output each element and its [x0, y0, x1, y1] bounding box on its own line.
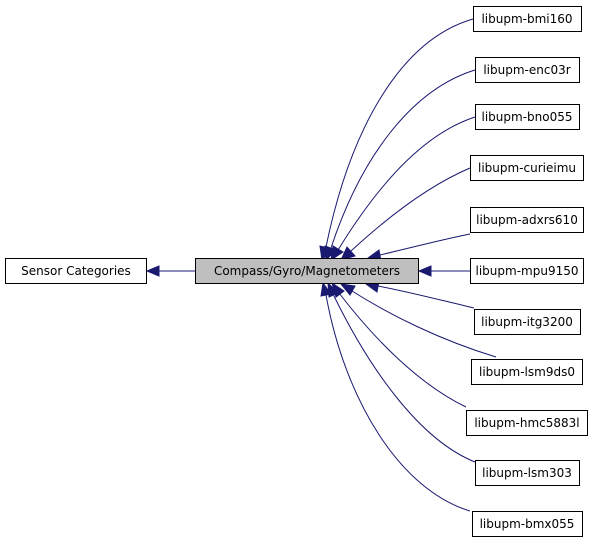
- node-libupm-lsm303[interactable]: libupm-lsm303: [475, 460, 580, 486]
- edge-bmi160: [319, 18, 474, 262]
- node-libupm-mpu9150[interactable]: libupm-mpu9150: [470, 258, 584, 284]
- node-label: Sensor Categories: [21, 264, 131, 278]
- node-libupm-lsm9ds0[interactable]: libupm-lsm9ds0: [471, 359, 583, 385]
- edge-lsm9ds0: [339, 283, 497, 358]
- node-libupm-itg3200[interactable]: libupm-itg3200: [474, 309, 581, 335]
- edge-curieimu: [340, 167, 471, 261]
- node-libupm-curieimu[interactable]: libupm-curieimu: [470, 155, 584, 181]
- edge-itg3200: [364, 280, 475, 309]
- node-label: libupm-enc03r: [483, 63, 570, 77]
- edge-enc03r: [324, 69, 476, 262]
- node-label: libupm-itg3200: [481, 315, 573, 329]
- edge-bmx055: [320, 281, 471, 512]
- node-libupm-bmi160[interactable]: libupm-bmi160: [473, 6, 582, 32]
- node-label: libupm-mpu9150: [476, 264, 579, 278]
- node-label: Compass/Gyro/Magnetometers: [214, 264, 400, 278]
- edge-bno055: [330, 116, 476, 262]
- edge-current-to-parent: [145, 265, 195, 277]
- edge-adxrs610: [366, 233, 471, 262]
- node-label: libupm-hmc5883l: [474, 416, 579, 430]
- node-label: libupm-lsm303: [482, 466, 572, 480]
- node-libupm-adxrs610[interactable]: libupm-adxrs610: [470, 207, 584, 233]
- node-label: libupm-bmi160: [481, 12, 572, 26]
- node-compass-gyro-magnetometers: Compass/Gyro/Magnetometers: [195, 258, 419, 284]
- node-libupm-bmx055[interactable]: libupm-bmx055: [472, 511, 583, 537]
- node-label: libupm-adxrs610: [476, 213, 578, 227]
- node-label: libupm-bmx055: [480, 517, 575, 531]
- node-label: libupm-curieimu: [478, 161, 576, 175]
- node-label: libupm-bno055: [482, 110, 573, 124]
- node-libupm-hmc5883l[interactable]: libupm-hmc5883l: [466, 410, 588, 436]
- node-libupm-bno055[interactable]: libupm-bno055: [475, 104, 580, 130]
- node-label: libupm-lsm9ds0: [479, 365, 575, 379]
- edge-lsm303: [327, 281, 476, 463]
- node-libupm-enc03r[interactable]: libupm-enc03r: [475, 57, 580, 83]
- edge-mpu9150: [417, 265, 470, 277]
- node-sensor-categories[interactable]: Sensor Categories: [5, 258, 147, 284]
